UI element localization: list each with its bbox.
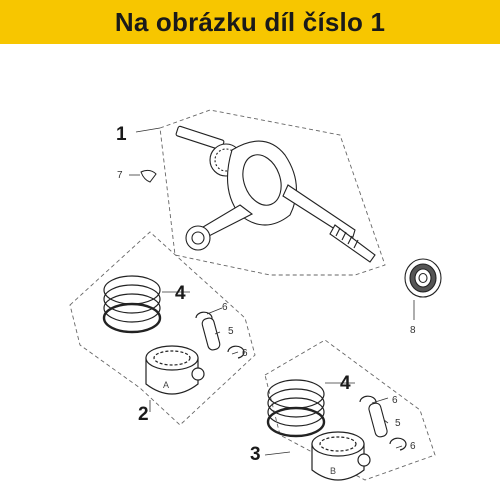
piston-b-group-outline: [264, 339, 436, 481]
crankshaft-group-outline: [159, 109, 386, 276]
piston-b: [311, 431, 371, 481]
callout-7: 7: [117, 170, 123, 181]
connecting-rod: [185, 204, 254, 251]
crankshaft: [175, 125, 376, 263]
piston-rings-b: [266, 379, 326, 438]
callout-6-a-bottom: 6: [242, 348, 248, 359]
piston-pin-b: [368, 402, 388, 438]
output-shaft: [282, 184, 376, 263]
piston-clips-a: [195, 311, 245, 359]
callout-6-a-top: 6: [222, 302, 228, 313]
callout-8: 8: [410, 325, 416, 336]
title-banner: Na obrázku díl číslo 1: [0, 0, 500, 44]
callout-5-b: 5: [395, 418, 401, 429]
ball-bearing: [404, 258, 442, 298]
banner-title: Na obrázku díl číslo 1: [114, 6, 386, 37]
callout-6-b-top: 6: [392, 395, 398, 406]
piston-a-letter: A: [163, 380, 169, 390]
piston-rings-a: [102, 275, 162, 334]
callout-5-a: 5: [228, 326, 234, 337]
callout-6-b-bottom: 6: [410, 441, 416, 452]
woodruff-key: [140, 169, 157, 183]
callout-3: 3: [250, 444, 261, 465]
leader-lines: [129, 127, 415, 456]
piston-pin-a: [201, 317, 221, 351]
callout-4-b: 4: [340, 373, 351, 394]
piston-a: [145, 345, 205, 395]
piston-a-group-outline: [69, 231, 256, 426]
callout-1: 1: [116, 124, 127, 145]
callout-2: 2: [138, 404, 149, 425]
callout-4-a: 4: [175, 283, 186, 304]
piston-b-letter: B: [330, 466, 336, 476]
